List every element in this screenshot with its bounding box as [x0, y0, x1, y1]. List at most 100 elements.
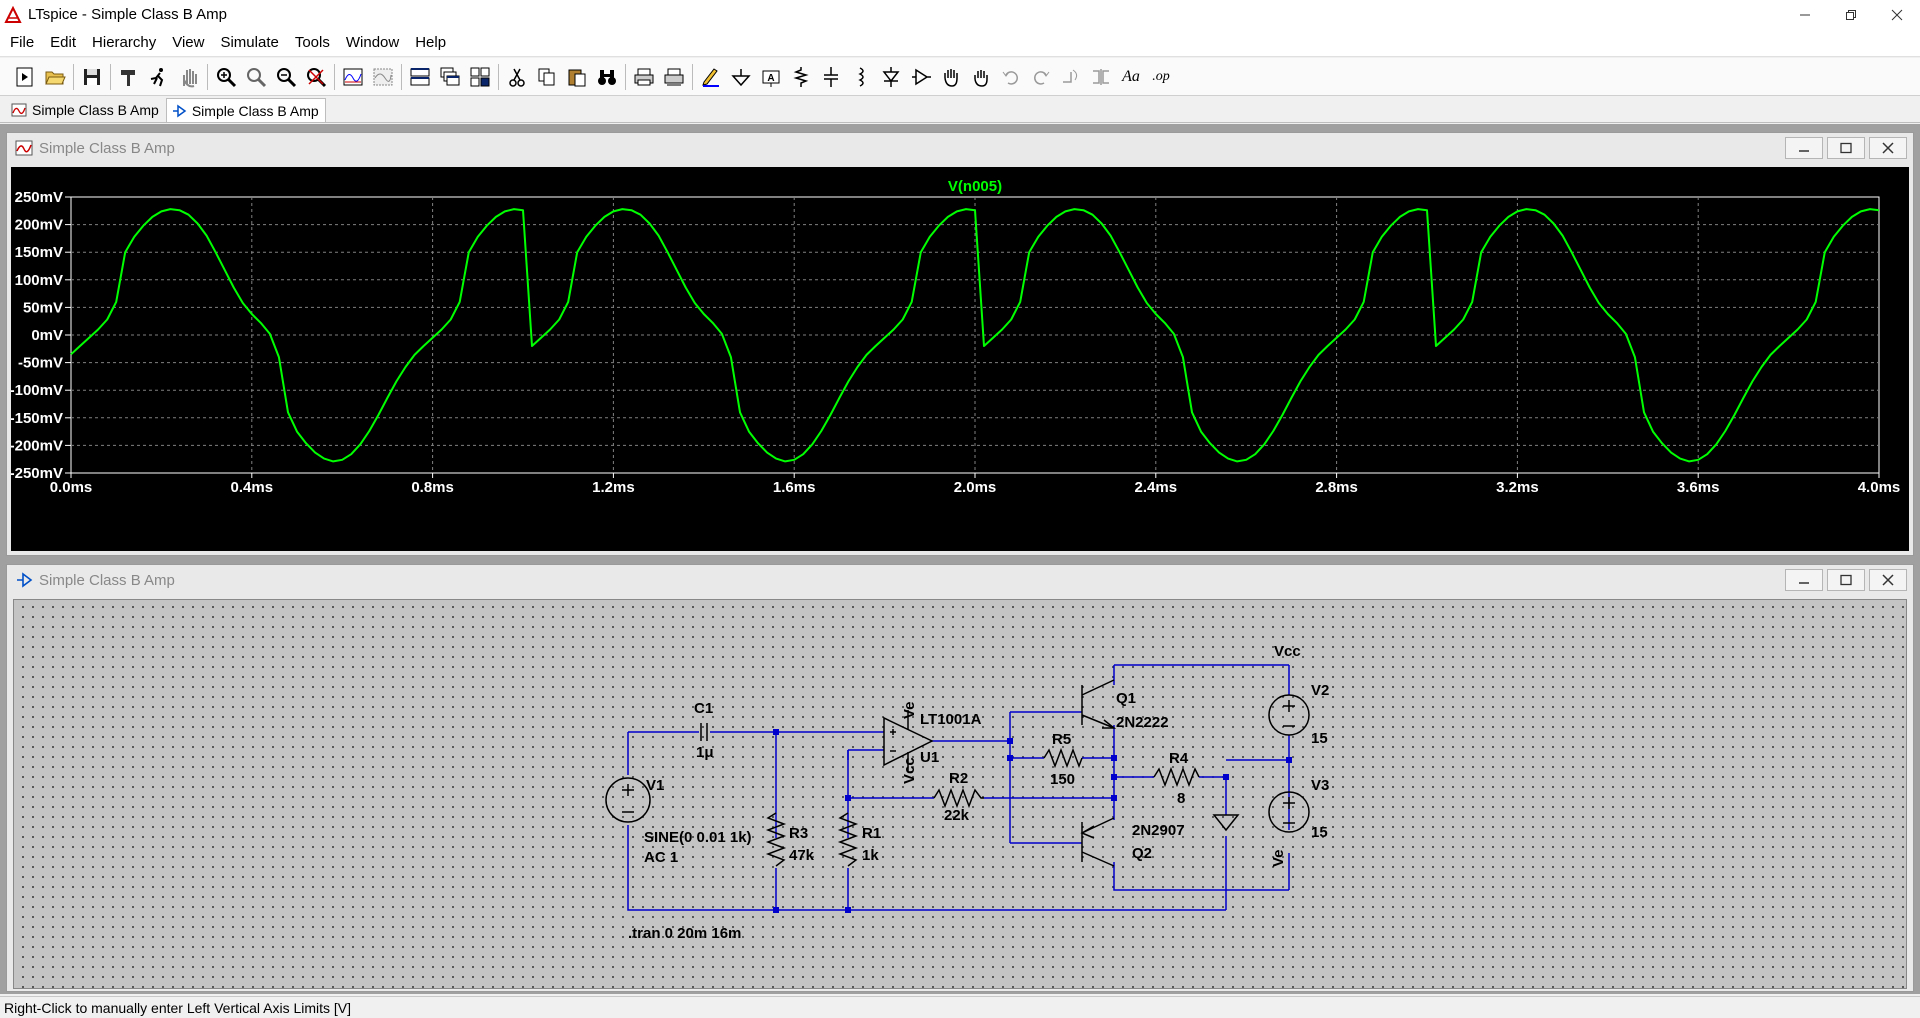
- v1-name: V1: [646, 777, 664, 794]
- toolbar: A Aa .op: [0, 58, 1920, 96]
- plot-settings-button[interactable]: [368, 62, 398, 92]
- tile-vertical-button[interactable]: [465, 62, 495, 92]
- halt-button[interactable]: [174, 62, 204, 92]
- x-tick-label: 1.6ms: [773, 479, 816, 496]
- menu-file[interactable]: File: [10, 33, 35, 51]
- ve-pin-label: Ve: [901, 701, 918, 719]
- spice-directive-button[interactable]: .op: [1146, 62, 1176, 92]
- print-button[interactable]: [629, 62, 659, 92]
- menu-tools[interactable]: Tools: [294, 33, 330, 51]
- schematic-maximize-button[interactable]: [1827, 569, 1865, 591]
- transistor-q2: [1080, 817, 1115, 867]
- diode-icon: [882, 66, 900, 87]
- print-preview-button[interactable]: [659, 62, 689, 92]
- trace-v-n005-: [70, 208, 1880, 463]
- waveform-window-titlebar[interactable]: Simple Class B Amp: [7, 133, 1913, 163]
- r4-value: 8: [1177, 790, 1185, 807]
- tab-schematic[interactable]: Simple Class B Amp: [165, 98, 326, 122]
- inductor-button[interactable]: [846, 62, 876, 92]
- copy-icon: [538, 68, 555, 85]
- y-tick-label: 50mV: [23, 299, 63, 316]
- toolbar-separator: [498, 63, 499, 90]
- schematic-drawing[interactable]: C1 1μ V1 SINE(0 0.01 1k) AC 1 R3 47k R1 …: [14, 600, 1908, 990]
- find-button[interactable]: [592, 62, 622, 92]
- schematic-window-titlebar[interactable]: Simple Class B Amp: [7, 565, 1913, 595]
- document-tabs: Simple Class B Amp Simple Class B Amp: [0, 97, 1920, 123]
- zoom-out-button[interactable]: [271, 62, 301, 92]
- v2-value: 15: [1311, 730, 1328, 747]
- q1-name: Q1: [1116, 690, 1136, 707]
- menu-hierarchy[interactable]: Hierarchy: [92, 33, 157, 51]
- undo-icon: [1002, 70, 1018, 85]
- zoom-fit-button[interactable]: [301, 62, 331, 92]
- new-schematic-button[interactable]: [10, 62, 40, 92]
- zoom-in-button[interactable]: [211, 62, 241, 92]
- c1-name: C1: [694, 700, 713, 717]
- menu-edit[interactable]: Edit: [50, 33, 77, 51]
- y-tick-label: -100mV: [11, 382, 63, 399]
- waveform-minimize-button[interactable]: [1785, 137, 1823, 159]
- x-tick-label: 3.2ms: [1496, 479, 1539, 496]
- resistor-icon: [793, 66, 809, 87]
- plot-autorange-icon: [343, 68, 363, 85]
- rotate-button[interactable]: [1056, 62, 1086, 92]
- menu-window[interactable]: Window: [345, 33, 400, 51]
- waveform-maximize-button[interactable]: [1827, 137, 1865, 159]
- control-panel-button[interactable]: [114, 62, 144, 92]
- ground-button[interactable]: [726, 62, 756, 92]
- ground-icon: [731, 68, 751, 86]
- pan-button[interactable]: [241, 62, 271, 92]
- run-button[interactable]: [144, 62, 174, 92]
- minimize-button[interactable]: [1782, 0, 1828, 29]
- copy-button[interactable]: [532, 62, 562, 92]
- maximize-icon: [1840, 142, 1852, 154]
- menu-simulate[interactable]: Simulate: [220, 33, 279, 51]
- cut-button[interactable]: [502, 62, 532, 92]
- schematic-minimize-button[interactable]: [1785, 569, 1823, 591]
- mirror-button[interactable]: [1086, 62, 1116, 92]
- label-net-button[interactable]: A: [756, 62, 786, 92]
- redo-button[interactable]: [1026, 62, 1056, 92]
- paste-button[interactable]: [562, 62, 592, 92]
- close-button[interactable]: [1874, 0, 1920, 29]
- capacitor-button[interactable]: [816, 62, 846, 92]
- r1-value: 1k: [862, 847, 879, 864]
- tab-waveform[interactable]: Simple Class B Amp: [6, 98, 166, 122]
- tile-horizontal-icon: [410, 67, 430, 85]
- schematic-icon: [17, 572, 33, 588]
- undo-button[interactable]: [996, 62, 1026, 92]
- r2-value: 22k: [944, 807, 970, 824]
- menu-view[interactable]: View: [172, 33, 205, 51]
- resistor-button[interactable]: [786, 62, 816, 92]
- toolbar-separator: [73, 63, 74, 90]
- pencil-icon: [702, 67, 719, 87]
- voltage-source-v1: [605, 777, 651, 823]
- schematic-close-button[interactable]: [1869, 569, 1907, 591]
- window-title: LTspice - Simple Class B Amp: [28, 6, 227, 23]
- capacitor-icon: [824, 66, 838, 87]
- autorange-button[interactable]: [338, 62, 368, 92]
- restore-button[interactable]: [1828, 0, 1874, 29]
- cascade-button[interactable]: [435, 62, 465, 92]
- trace-legend-label: V(n005): [948, 178, 1002, 195]
- ve-net-label: Ve: [1270, 849, 1287, 867]
- open-button[interactable]: [40, 62, 70, 92]
- menu-help[interactable]: Help: [415, 33, 447, 51]
- x-tick-label: 0.4ms: [231, 479, 274, 496]
- drag-button[interactable]: [966, 62, 996, 92]
- component-icon: [912, 68, 931, 85]
- tile-horizontal-button[interactable]: [405, 62, 435, 92]
- text-button[interactable]: Aa: [1116, 62, 1146, 92]
- waveform-icon: [11, 103, 27, 117]
- move-button[interactable]: [936, 62, 966, 92]
- diode-button[interactable]: [876, 62, 906, 92]
- draw-wire-button[interactable]: [696, 62, 726, 92]
- spice-directive[interactable]: .tran 0 20m 16m: [628, 925, 741, 942]
- save-button[interactable]: [77, 62, 107, 92]
- schematic-canvas[interactable]: C1 1μ V1 SINE(0 0.01 1k) AC 1 R3 47k R1 …: [13, 599, 1907, 989]
- waveform-close-button[interactable]: [1869, 137, 1907, 159]
- component-button[interactable]: [906, 62, 936, 92]
- voltage-source-v3: [1268, 791, 1310, 833]
